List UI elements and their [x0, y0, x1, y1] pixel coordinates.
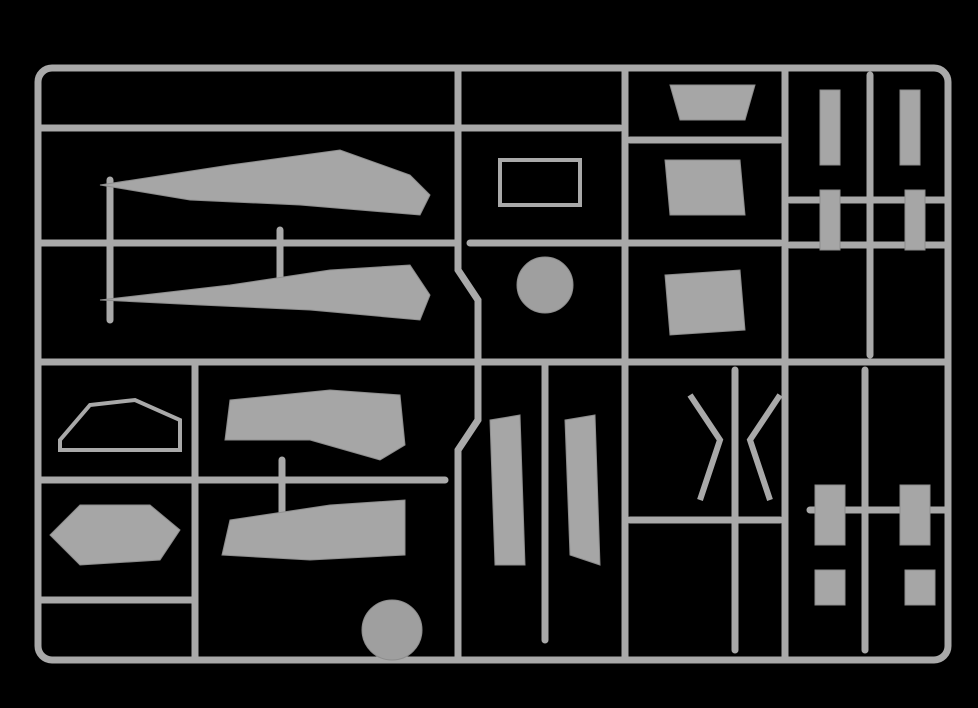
flap-right [564, 414, 601, 566]
housing-part [664, 159, 746, 216]
gear-door-left [814, 484, 846, 546]
engine-fan [361, 599, 423, 661]
landing-gear-struts [687, 393, 783, 501]
parts [49, 84, 936, 661]
cockpit-tub [49, 504, 181, 566]
nacelle-lower [221, 499, 406, 561]
hatch-left [814, 569, 846, 606]
door-right [899, 89, 921, 166]
door-left [819, 89, 841, 166]
small-door-right [904, 189, 926, 251]
hatch-right [904, 569, 936, 606]
nacelle-upper [224, 389, 406, 461]
fuselage-half-lower [99, 264, 431, 321]
gear-door-right [899, 484, 931, 546]
small-door-left [819, 189, 841, 251]
cage-part [498, 158, 582, 207]
sprue-frame [34, 64, 952, 664]
flap-left [489, 414, 526, 566]
grille-part [669, 84, 756, 121]
engine-face [516, 256, 574, 314]
panel-part [664, 269, 746, 336]
fuselage-half-upper [99, 149, 431, 216]
canopy-frame [58, 397, 182, 452]
